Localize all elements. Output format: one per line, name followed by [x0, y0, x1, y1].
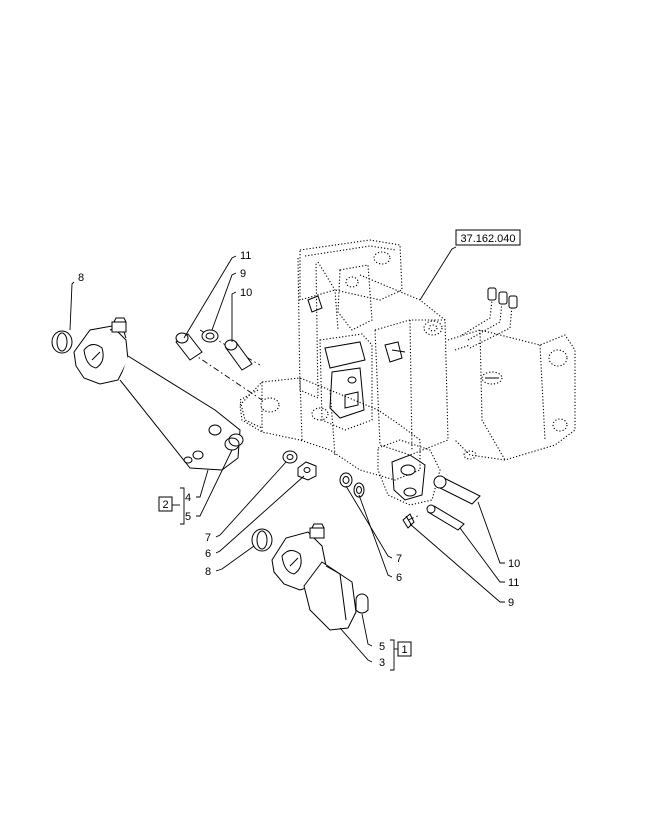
- bush-5-lower: [355, 593, 369, 614]
- callout-labels: 8 11 9 10 4 5 7 6 8 7 6 10 11 9 5 3: [78, 250, 520, 669]
- callout-10-top: 10: [240, 287, 252, 299]
- left-pins: [175, 329, 253, 371]
- pin-10-left: [224, 339, 253, 371]
- group-box-2: 2: [158, 496, 173, 512]
- callout-6-right: 6: [396, 572, 402, 584]
- group-box-1: 1: [397, 641, 412, 657]
- callout-5-left: 5: [185, 511, 191, 523]
- left-hook-assembly: [51, 317, 244, 471]
- reference-number: 37.162.040: [460, 233, 515, 245]
- pin-11-left: [175, 332, 203, 361]
- ball-joint-8-left: [51, 330, 73, 354]
- reference-box[interactable]: 37.162.040: [455, 229, 521, 246]
- callout-11-right: 11: [508, 577, 519, 589]
- leader-lines: [69, 246, 505, 671]
- left-washer-nut: [282, 450, 317, 481]
- callout-7-right: 7: [396, 553, 402, 565]
- callout-5-lower: 5: [379, 641, 385, 653]
- callout-10-right: 10: [508, 558, 520, 570]
- washer-9-left: [201, 329, 219, 343]
- callout-6-left: 6: [205, 548, 211, 560]
- group-box-2-label: 2: [162, 499, 168, 511]
- front-hitch-frame: [239, 239, 576, 506]
- callout-7-left: 7: [205, 532, 211, 544]
- callout-4: 4: [185, 492, 191, 504]
- pin-11-right: [426, 504, 465, 531]
- pin-10-right: [433, 475, 481, 505]
- callout-3: 3: [379, 657, 385, 669]
- callout-9-right: 9: [508, 597, 514, 609]
- callout-8-top: 8: [78, 272, 84, 284]
- callout-9-top: 9: [240, 268, 246, 280]
- lower-hook-assembly: [251, 523, 369, 631]
- ball-joint-8-lower: [251, 528, 273, 552]
- right-pins: [402, 475, 481, 531]
- bush-5-left: [224, 433, 244, 451]
- callout-8-lower: 8: [205, 566, 211, 578]
- callout-11-top: 11: [240, 250, 251, 262]
- right-washer-nut: [339, 472, 365, 498]
- group-box-1-label: 1: [401, 644, 407, 656]
